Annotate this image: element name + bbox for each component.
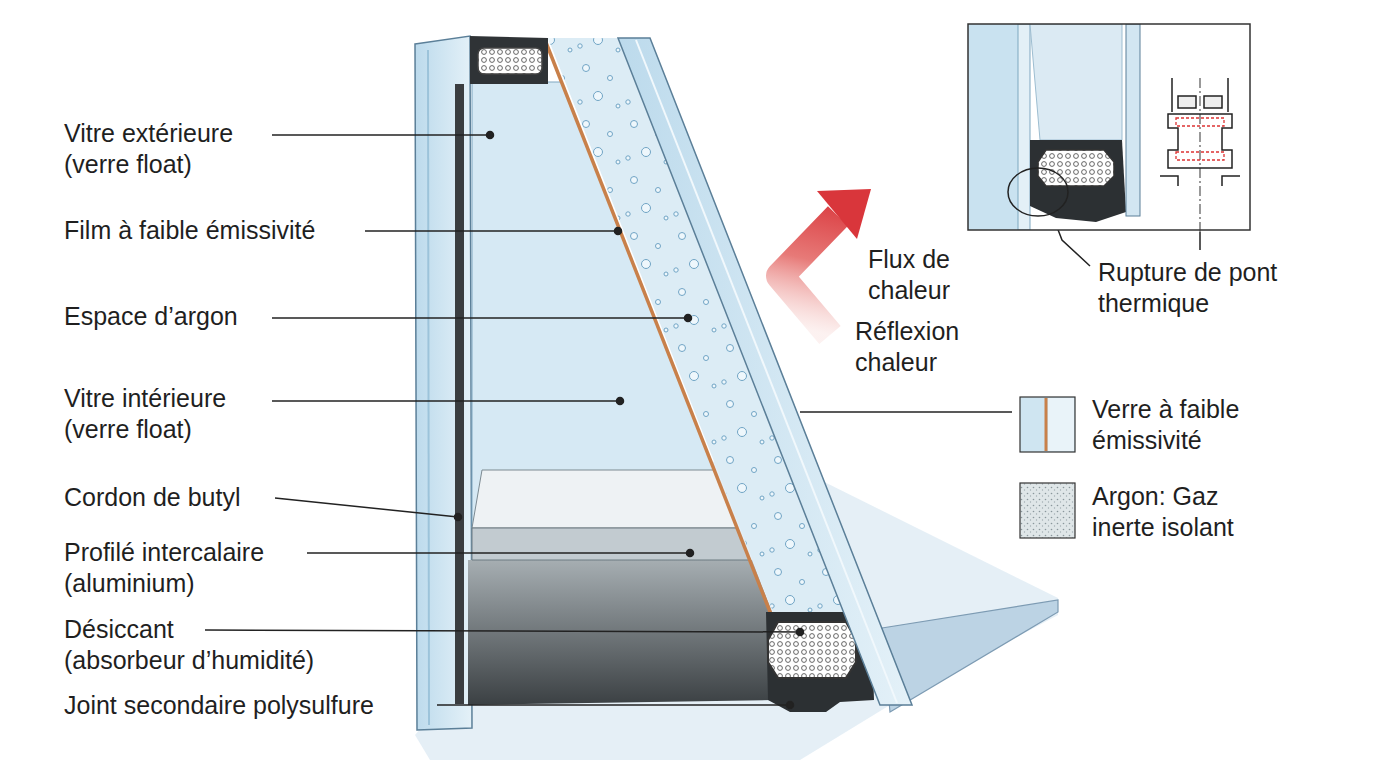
- part-label: Vitre intérieure (verre float): [64, 383, 274, 445]
- thermal-break-mark: [1176, 152, 1224, 160]
- legend-swatch: [1020, 397, 1075, 452]
- heat-arrow: [780, 216, 838, 335]
- inset-seal: [1030, 140, 1126, 222]
- part-label: Vitre extérieure (verre float): [64, 118, 274, 180]
- part-label: Cordon de butyl: [64, 482, 241, 513]
- leader-dot: [455, 514, 462, 521]
- inset-detail: [968, 24, 1250, 232]
- leader-line: [205, 630, 800, 632]
- label-slot: Cordon de butyl: [64, 482, 241, 513]
- leader-line: [272, 134, 490, 136]
- leader-dot: [615, 228, 622, 235]
- label-slot: Désiccant (absorbeur d’humidité): [64, 614, 334, 676]
- leader-dot: [787, 702, 794, 709]
- inset-inner-pane: [1126, 24, 1140, 216]
- part-label: Rupture de pont thermique: [1098, 257, 1308, 319]
- axis-line: [1199, 78, 1200, 232]
- profile-glazing-bead: [1178, 96, 1196, 108]
- inset-desiccant: [1038, 150, 1114, 186]
- label-slot: Réflexion chaleur: [855, 316, 975, 378]
- thermal-break-mark: [1176, 118, 1224, 126]
- argon-band: [548, 38, 851, 632]
- part-label: Désiccant (absorbeur d’humidité): [64, 614, 334, 676]
- profile-body: [1168, 114, 1232, 168]
- profile-line: [1160, 176, 1240, 186]
- part-label: Flux de chaleur: [868, 244, 968, 306]
- desiccant-profile: [768, 622, 856, 678]
- legend-swatch: [1020, 483, 1075, 538]
- leader-dot: [617, 398, 624, 405]
- legend-swatch-low-e: [1020, 397, 1075, 452]
- inset-pane: [968, 24, 1018, 230]
- inset-glass-face: [1030, 24, 1122, 140]
- top-desiccant: [478, 48, 542, 74]
- leader-line: [275, 498, 458, 517]
- legend-text: Argon: Gaz inerte isolant: [1092, 481, 1272, 543]
- label-slot: Vitre extérieure (verre float): [64, 118, 274, 180]
- leader-line: [800, 411, 1012, 413]
- butyl-strip: [455, 84, 464, 704]
- leader-line: [437, 704, 790, 706]
- label-slot: Rupture de pont thermique: [1098, 257, 1308, 319]
- argon-bubbles: [548, 38, 851, 632]
- inset-frame: [968, 24, 1250, 230]
- thermal-break-marks: [1176, 118, 1224, 160]
- leader-dot: [687, 550, 694, 557]
- leader-dot: [487, 132, 494, 139]
- label-slot: Vitre intérieure (verre float): [64, 383, 274, 445]
- leader-line: [272, 400, 620, 402]
- outer-pane: [415, 36, 472, 730]
- leader-line: [307, 552, 690, 554]
- spacer-bar-front: [472, 528, 750, 560]
- legend-entry: Verre à faible émissivité: [1092, 394, 1267, 456]
- heat-arrowhead: [817, 189, 871, 239]
- inset-ground: [968, 24, 1250, 230]
- profile-glazing-bead: [1204, 96, 1222, 108]
- profile-line: [1172, 78, 1228, 112]
- pane-highlight: [428, 50, 429, 725]
- part-label: Film à faible émissivité: [64, 215, 315, 246]
- part-label: Réflexion chaleur: [855, 316, 975, 378]
- inset-pane-edge: [1018, 24, 1030, 230]
- part-label: Espace d’argon: [64, 301, 238, 332]
- swatch-pane: [1048, 398, 1074, 451]
- label-slot: Profilé intercalaire (aluminium): [64, 537, 304, 599]
- spacer-bar-top: [472, 470, 737, 528]
- legend-text: Verre à faible émissivité: [1092, 394, 1267, 456]
- leader-line: [272, 317, 688, 319]
- leader-dot: [797, 629, 804, 636]
- legend-entry: Argon: Gaz inerte isolant: [1092, 481, 1272, 543]
- top-spacer: [470, 36, 548, 84]
- leader-dot: [685, 315, 692, 322]
- detail-circle: [1008, 168, 1068, 216]
- leader-line: [365, 230, 618, 232]
- swatch-film: [1045, 398, 1048, 451]
- frame-profile: [1160, 78, 1240, 186]
- leader-line: [1199, 232, 1201, 250]
- label-slot: Flux de chaleur: [868, 244, 968, 306]
- label-slot: Joint secondaire polysulfure: [64, 690, 374, 721]
- label-slot: Espace d’argon: [64, 301, 238, 332]
- part-label: Profilé intercalaire (aluminium): [64, 537, 304, 599]
- part-label: Joint secondaire polysulfure: [64, 690, 374, 721]
- label-slot: Film à faible émissivité: [64, 215, 315, 246]
